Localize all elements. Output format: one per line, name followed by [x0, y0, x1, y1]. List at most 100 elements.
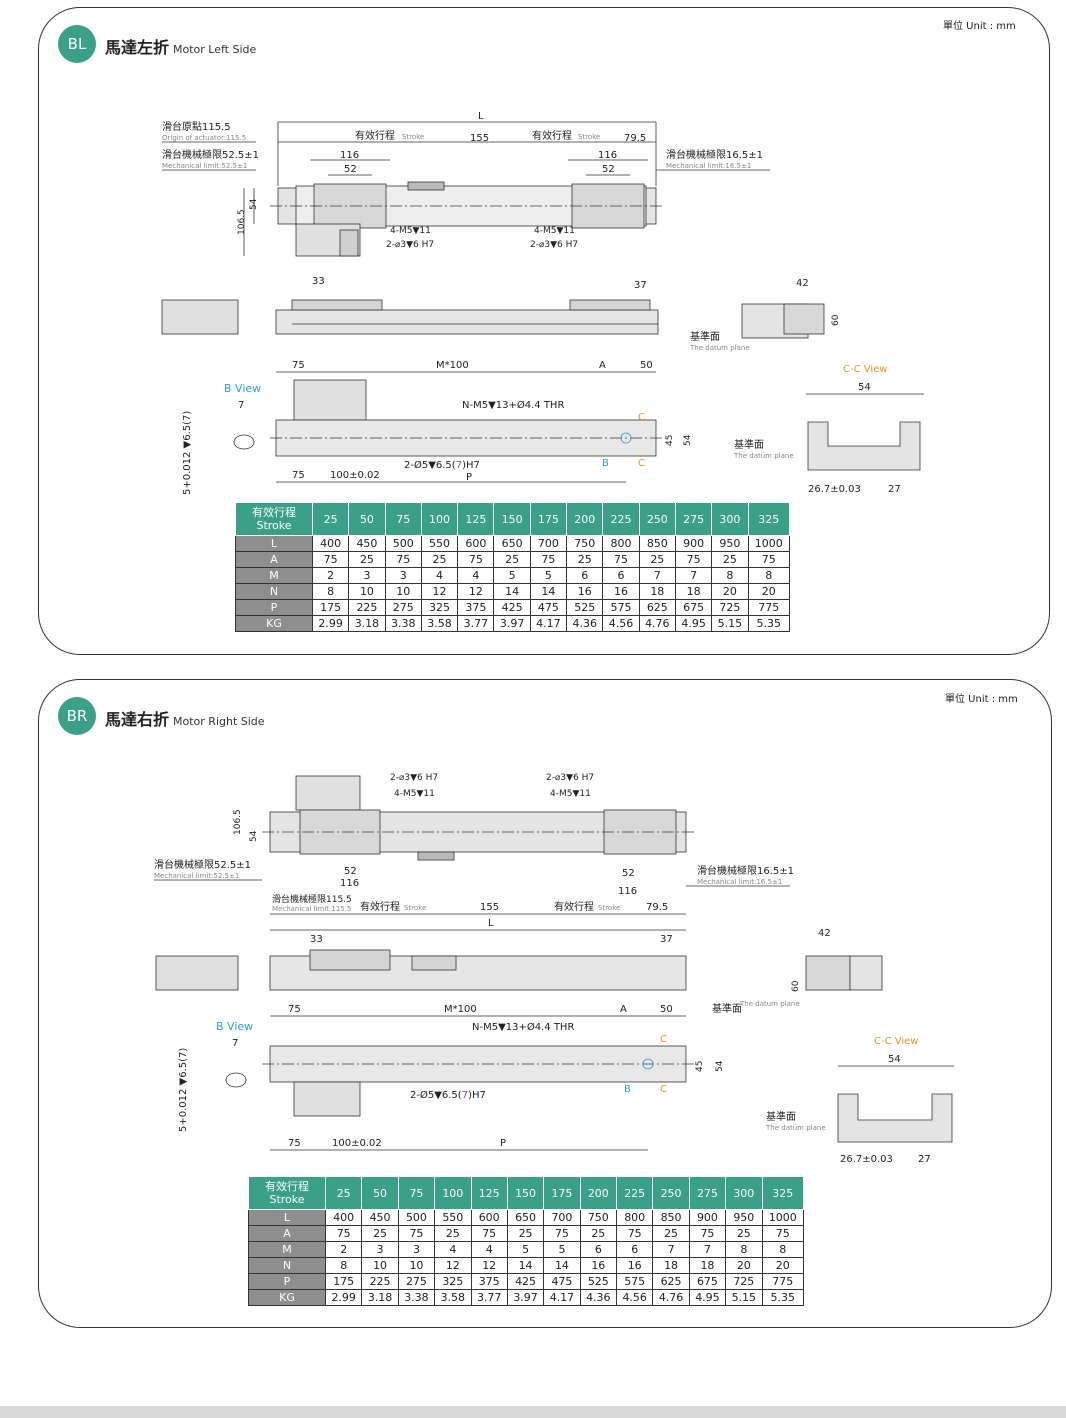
table-cell: 425 — [493, 599, 531, 616]
table-cell: 75 — [384, 551, 422, 568]
table-cell: 525 — [566, 599, 604, 616]
label-stroke-right-en: Stroke — [578, 133, 600, 141]
table-cell: 25 — [711, 551, 749, 568]
table-cell: 4.95 — [688, 1289, 727, 1306]
label-155: 155 — [480, 902, 499, 913]
row-label: P — [235, 599, 313, 616]
table-cell: 500 — [384, 535, 422, 552]
label-mech-left-zh: 滑台機械極限52.5±1 — [154, 858, 251, 871]
stroke-header: 325 — [761, 1176, 804, 1210]
table-cell: 575 — [602, 599, 640, 616]
table-cell: 700 — [529, 535, 568, 552]
label-mech-right-en: Mechanical limit:16.5±1 — [666, 162, 751, 170]
label-1065-top: 106.5 — [237, 209, 247, 235]
table-cell: 14 — [529, 583, 568, 600]
table-cell: 25 — [638, 551, 676, 568]
table-cell: 4.76 — [638, 615, 676, 632]
table-cell: 5.35 — [761, 1289, 804, 1306]
label-mech-right-en: Mechanical limit:16.5±1 — [697, 878, 782, 886]
table-cell: 650 — [506, 1209, 545, 1226]
label-m5-left: 4-M5▼11 — [390, 226, 431, 236]
table-cell: 1000 — [747, 535, 791, 552]
table-cell: 6 — [566, 567, 604, 584]
stroke-header: 150 — [506, 1176, 545, 1210]
label-54-top: 54 — [249, 830, 259, 842]
label-7: 7 — [232, 1038, 238, 1049]
label-datum-1-en: The datum plane — [689, 344, 750, 352]
table-cell: 5 — [506, 1241, 545, 1258]
row-label: N — [235, 583, 313, 600]
label-50: 50 — [660, 1004, 673, 1015]
table-cell: 3.38 — [384, 615, 422, 632]
stroke-header: 50 — [348, 502, 386, 536]
label-datum-1-en: The datum plane — [739, 1000, 800, 1008]
table-cell: 25 — [493, 551, 531, 568]
label-75-top: 75 — [292, 360, 305, 371]
label-L: L — [478, 111, 484, 122]
label-c-bot: C — [660, 1084, 667, 1095]
table-cell: 675 — [688, 1273, 727, 1290]
label-stroke-right: 有效行程 — [532, 129, 572, 142]
table-cell: 16 — [579, 1257, 618, 1274]
label-tol: 5+0.012 ▼6.5(7) — [178, 1048, 189, 1132]
label-60: 60 — [791, 980, 801, 992]
table-cell: 75 — [397, 1225, 436, 1242]
table-cell: 2 — [324, 1241, 363, 1258]
table-cell: 18 — [638, 583, 676, 600]
table-cell: 900 — [688, 1209, 727, 1226]
label-60: 60 — [831, 314, 841, 326]
table-cell: 20 — [725, 1257, 763, 1274]
label-m100: M*100 — [444, 1004, 477, 1015]
table-cell: 3.18 — [361, 1289, 399, 1306]
title-en: Motor Right Side — [173, 715, 265, 728]
table-cell: 725 — [725, 1273, 763, 1290]
table-cell: 8 — [711, 567, 749, 584]
label-mech-left-zh: 滑台機械極限52.5±1 — [162, 148, 259, 161]
table-cell: 2.99 — [324, 1289, 363, 1306]
table-cell: 10 — [397, 1257, 436, 1274]
stroke-header: 100 — [420, 502, 459, 536]
table-cell: 900 — [674, 535, 713, 552]
label-b: B — [624, 1084, 631, 1095]
table-cell: 10 — [348, 583, 386, 600]
label-100: 100±0.02 — [330, 470, 380, 481]
label-54-bot: 54 — [683, 434, 693, 446]
table-cell: 3.77 — [457, 615, 495, 632]
table-cell: 75 — [470, 1225, 508, 1242]
label-37: 37 — [660, 934, 673, 945]
table-cell: 4 — [434, 1241, 472, 1258]
label-1065-top: 106.5 — [233, 809, 243, 835]
table-cell: 75 — [311, 551, 350, 568]
label-datum-1-zh: 基準面 — [712, 1002, 742, 1015]
table-cell: 4.56 — [615, 1289, 654, 1306]
table-cell: 425 — [506, 1273, 545, 1290]
table-cell: 25 — [725, 1225, 763, 1242]
panel-badge-br: BR — [58, 697, 96, 735]
label-pin-left: 2-⌀3▼6 H7 — [390, 773, 438, 783]
label-795: 79.5 — [646, 902, 668, 913]
table-cell: 475 — [529, 599, 568, 616]
table-cell: 3.77 — [470, 1289, 508, 1306]
row-label: N — [248, 1257, 326, 1274]
label-42: 42 — [818, 928, 831, 939]
table-cell: 3.38 — [397, 1289, 436, 1306]
table-cell: 20 — [747, 583, 791, 600]
table-cell: 6 — [579, 1241, 618, 1258]
label-L: L — [488, 918, 494, 929]
label-bview: B View — [224, 382, 261, 395]
table-cell: 5 — [529, 567, 568, 584]
table-cell: 25 — [434, 1225, 472, 1242]
table-cell: 225 — [348, 599, 386, 616]
table-cell: 8 — [747, 567, 791, 584]
label-54-bot: 54 — [715, 1060, 725, 1072]
table-cell: 275 — [384, 599, 422, 616]
table-cell: 8 — [311, 583, 350, 600]
stroke-header: 275 — [674, 502, 713, 536]
label-datum-1-zh: 基準面 — [690, 330, 720, 343]
label-100: 100±0.02 — [332, 1138, 382, 1149]
table-cell: 25 — [420, 551, 459, 568]
table-cell: 600 — [457, 535, 495, 552]
